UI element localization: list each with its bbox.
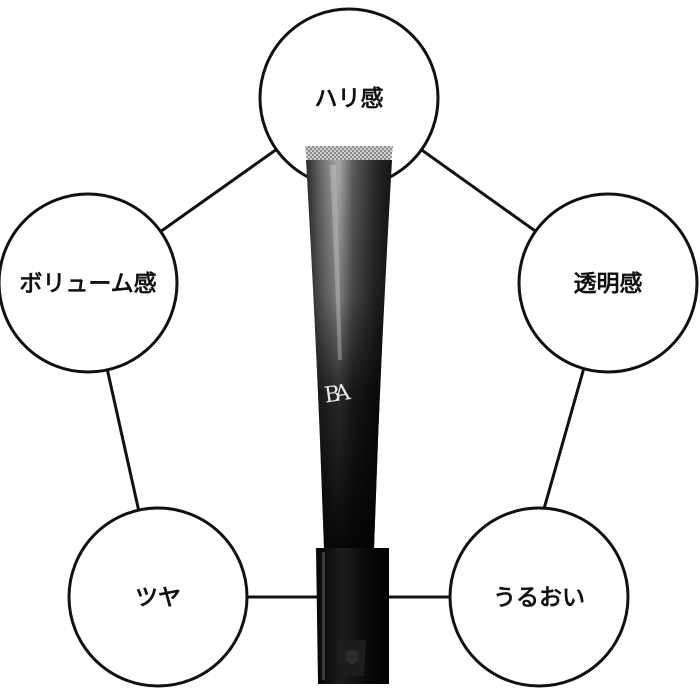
- node-circle: [0, 192, 179, 374]
- attribute-node-toumei: 透明感: [517, 192, 699, 374]
- attribute-label-volume: ボリューム感: [19, 270, 156, 297]
- tube-crimp: [305, 146, 393, 162]
- tube-cap: [316, 548, 389, 684]
- attribute-node-volume: ボリューム感: [0, 192, 179, 374]
- attribute-label-uruoi: うるおい: [493, 585, 585, 611]
- attribute-label-hari: ハリ感: [315, 85, 384, 112]
- node-circle: [517, 192, 699, 374]
- attribute-node-tsuya: ツヤ: [67, 506, 249, 688]
- product-tube-image: BA: [305, 146, 393, 684]
- attribute-label-tsuya: ツヤ: [135, 585, 181, 611]
- cap-highlight: [322, 552, 325, 680]
- tube-shading: [306, 160, 392, 548]
- attribute-node-hari: ハリ感: [258, 7, 440, 189]
- node-circle: [67, 506, 249, 688]
- attribute-label-toumei: 透明感: [574, 270, 643, 297]
- tube-highlight: [330, 165, 342, 360]
- node-circle: [448, 506, 630, 688]
- attribute-node-uruoi: うるおい: [448, 506, 630, 688]
- cap-nozzle: [345, 650, 359, 664]
